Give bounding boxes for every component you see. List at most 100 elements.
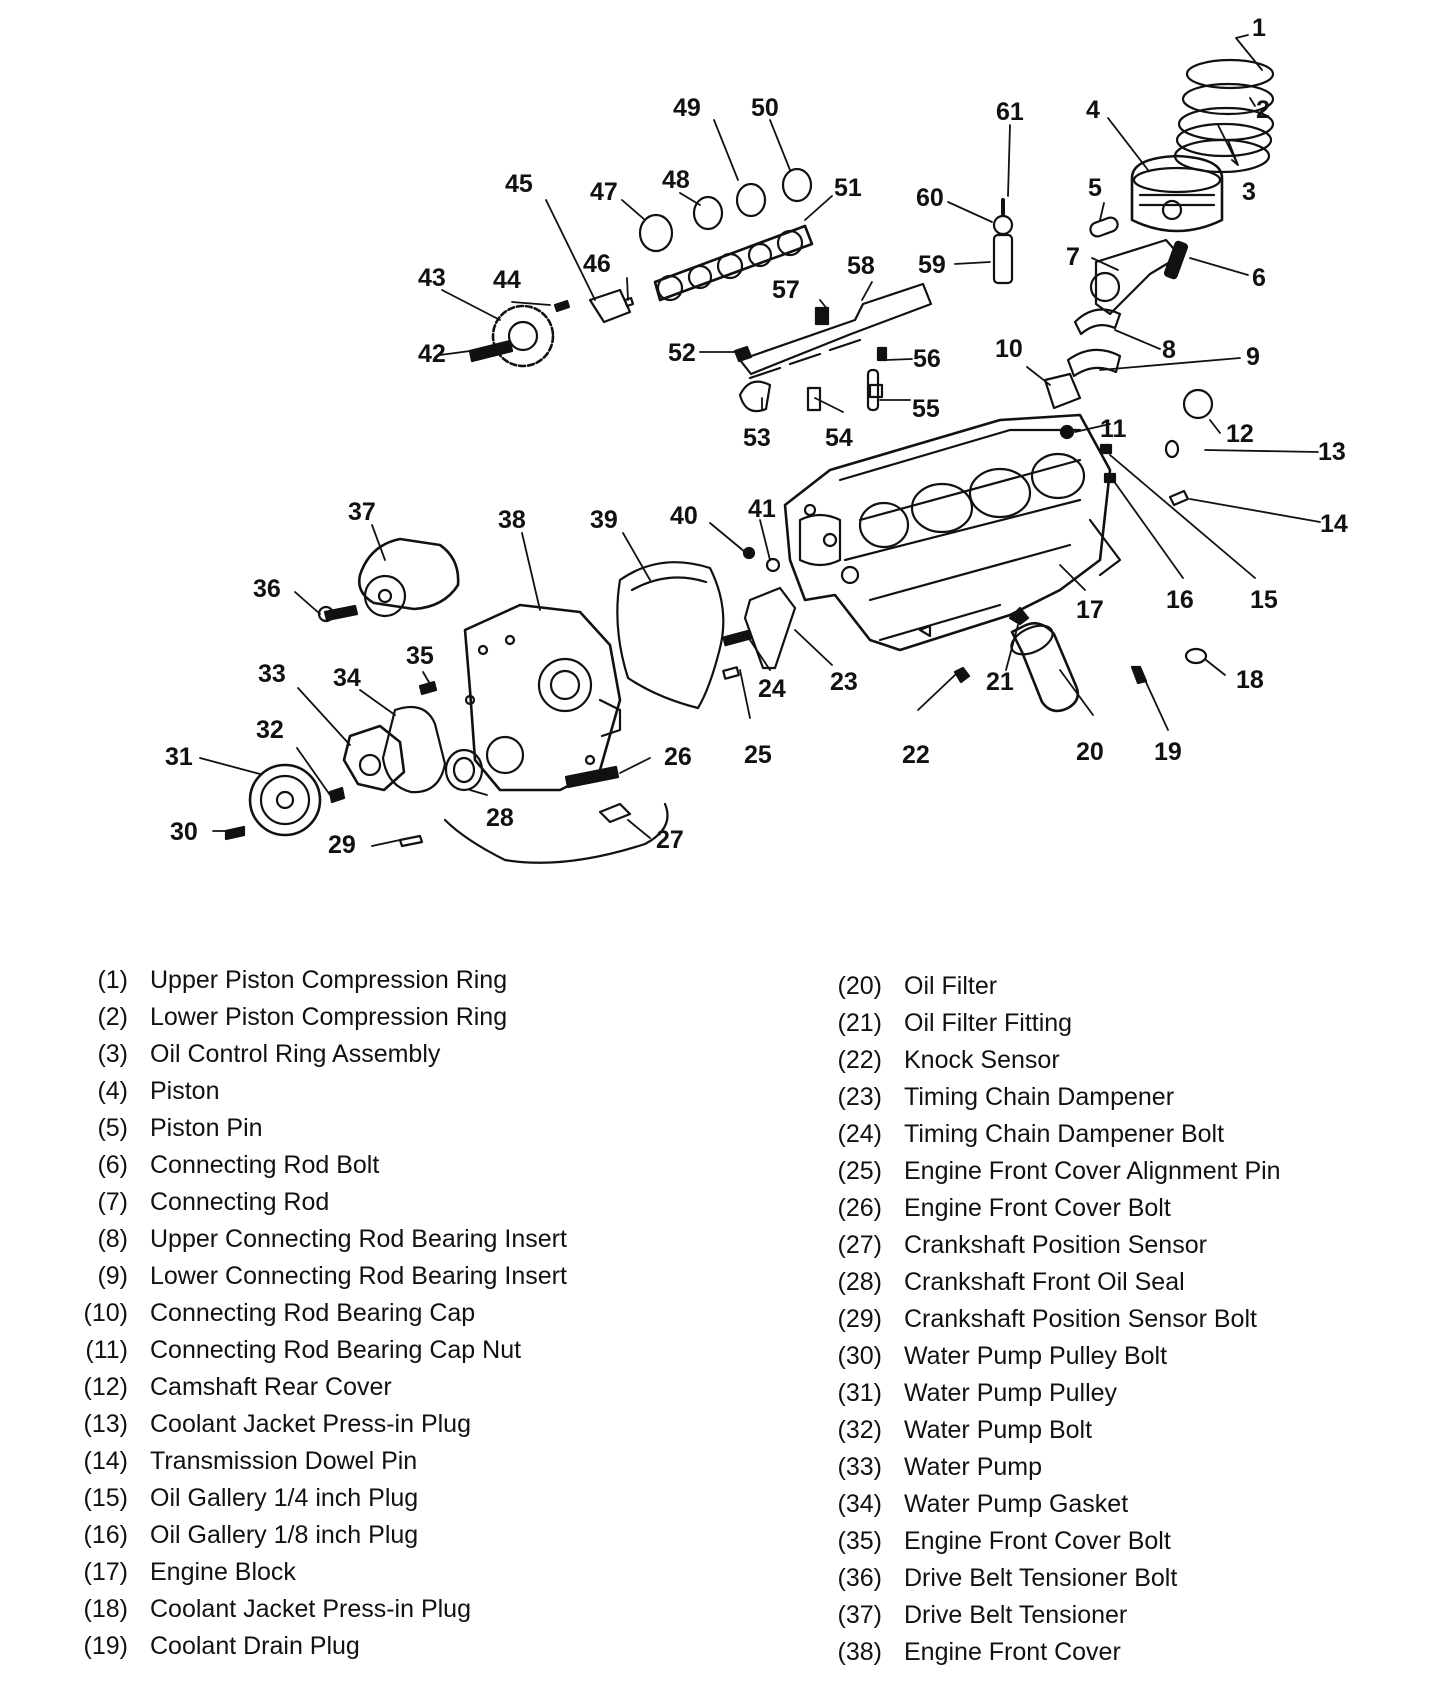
- legend-label: Oil Gallery 1/4 inch Plug: [150, 1484, 419, 1512]
- callout-13: 13: [1318, 438, 1346, 466]
- callout-43: 43: [418, 264, 446, 292]
- legend-label: Engine Block: [150, 1558, 296, 1586]
- callout-37: 37: [348, 498, 376, 526]
- callout-6: 6: [1252, 264, 1266, 292]
- legend-item: (23)Timing Chain Dampener: [824, 1079, 1424, 1116]
- legend-label: Water Pump: [904, 1453, 1043, 1481]
- callout-23: 23: [830, 668, 858, 696]
- cam-sprocket-drawing: [468, 288, 635, 368]
- callout-4: 4: [1086, 96, 1100, 124]
- legend-label: Drive Belt Tensioner Bolt: [904, 1564, 1178, 1592]
- legend-ref: (2): [97, 1003, 128, 1031]
- callout-12: 12: [1226, 420, 1254, 448]
- legend-item: (36)Drive Belt Tensioner Bolt: [824, 1560, 1424, 1597]
- legend-label: Piston: [150, 1077, 220, 1105]
- callout-39: 39: [590, 506, 618, 534]
- legend-label: Engine Front Cover Bolt: [904, 1527, 1171, 1555]
- legend-label: Engine Front Cover Bolt: [904, 1194, 1171, 1222]
- legend-ref: (9): [97, 1262, 128, 1290]
- legend-label: Engine Front Cover Alignment Pin: [904, 1157, 1281, 1185]
- legend-ref: (32): [837, 1416, 882, 1444]
- legend-item: (13) Coolant Jacket Press-in Plug: [66, 1406, 706, 1443]
- legend-label: Engine Front Cover: [904, 1638, 1121, 1666]
- legend-label: Connecting Rod Bolt: [150, 1151, 380, 1179]
- callout-48: 48: [662, 166, 690, 194]
- callout-34: 34: [333, 664, 361, 692]
- callout-11: 11: [1100, 415, 1127, 443]
- callout-10: 10: [995, 335, 1023, 363]
- legend-item: (12)Camshaft Rear Cover: [66, 1369, 706, 1406]
- legend-item: (11)Connecting Rod Bearing Cap Nut: [66, 1332, 706, 1369]
- legend-label: Connecting Rod Bearing Cap: [150, 1299, 476, 1327]
- callout-2: 2: [1256, 96, 1270, 124]
- legend-label: Coolant Drain Plug: [150, 1632, 360, 1660]
- callout-30: 30: [170, 818, 198, 846]
- callout-41: 41: [748, 495, 776, 523]
- legend-item: (10)Connecting Rod Bearing Cap: [66, 1295, 706, 1332]
- legend-label: Water Pump Pulley: [904, 1379, 1118, 1407]
- callout-35: 35: [406, 642, 434, 670]
- legend-item: (29)Crankshaft Position Sensor Bolt: [824, 1301, 1424, 1338]
- water-pump-drawing: [224, 706, 447, 841]
- legend-item: (14) Transmission Dowel Pin: [66, 1443, 706, 1480]
- callout-14: 14: [1320, 510, 1348, 538]
- callout-8: 8: [1162, 336, 1176, 364]
- legend-ref: (22): [837, 1046, 882, 1074]
- callout-24: 24: [758, 675, 786, 703]
- legend-item: (28)Crankshaft Front Oil Seal: [824, 1264, 1424, 1301]
- callout-17: 17: [1076, 596, 1104, 624]
- timing-dampener-drawing: [722, 546, 797, 680]
- callout-56: 56: [913, 345, 941, 373]
- callout-15: 15: [1250, 586, 1278, 614]
- legend-item: (2)Lower Piston Compression Ring: [66, 999, 706, 1036]
- front-cover-bolts-drawing: [398, 680, 669, 864]
- legend-label: Coolant Jacket Press-in Plug: [150, 1410, 471, 1438]
- exploded-engine-diagram: 1 2 3 4 5 6 7 8 9 10 11 12 13 14 15 16 1…: [165, 14, 1348, 864]
- legend-ref: (13): [83, 1410, 128, 1438]
- legend-label: Oil Filter Fitting: [904, 1009, 1073, 1037]
- legend-ref: (5): [97, 1114, 128, 1142]
- legend-ref: (20): [837, 972, 882, 1000]
- lifter-guide-drawing: [733, 282, 933, 413]
- legend-label: Drive Belt Tensioner: [904, 1601, 1128, 1629]
- callout-45: 45: [505, 170, 533, 198]
- legend-left-column: (1)Upper Piston Compression Ring (2)Lowe…: [66, 962, 706, 1665]
- legend-ref: (8): [97, 1225, 128, 1253]
- legend-item: (8)Upper Connecting Rod Bearing Insert: [66, 1221, 706, 1258]
- legend-item: (20)Oil Filter: [824, 968, 1424, 1005]
- legend-item: (33)Water Pump: [824, 1449, 1424, 1486]
- crank-seal-drawing: [444, 748, 484, 792]
- legend-item: (9)Lower Connecting Rod Bearing Insert: [66, 1258, 706, 1295]
- legend-label: Oil Gallery 1/8 inch Plug: [150, 1521, 419, 1549]
- callout-60: 60: [916, 184, 944, 212]
- legend-item: (30)Water Pump Pulley Bolt: [824, 1338, 1424, 1375]
- legend-ref: (16): [83, 1521, 128, 1549]
- legend-ref: (17): [83, 1558, 128, 1586]
- legend-item: (26)Engine Front Cover Bolt: [824, 1190, 1424, 1227]
- legend-ref: (14): [83, 1447, 128, 1475]
- legend-ref: (30): [837, 1342, 882, 1370]
- oil-filter-drawing: [953, 606, 1080, 713]
- legend-item: (18)Coolant Jacket Press-in Plug: [66, 1591, 706, 1628]
- callout-33: 33: [258, 660, 286, 688]
- callout-46: 46: [583, 250, 611, 278]
- legend-label: Water Pump Gasket: [904, 1490, 1129, 1518]
- legend-item: (25)Engine Front Cover Alignment Pin: [824, 1153, 1424, 1190]
- legend-ref: (38): [837, 1638, 882, 1666]
- legend-ref: (23): [837, 1083, 882, 1111]
- callout-25: 25: [744, 741, 772, 769]
- callout-57: 57: [772, 276, 800, 304]
- legend-item: (22)Knock Sensor: [824, 1042, 1424, 1079]
- callout-20: 20: [1076, 738, 1104, 766]
- callout-29: 29: [328, 831, 356, 859]
- legend-item: (5) Piston Pin: [66, 1110, 706, 1147]
- callout-47: 47: [590, 178, 618, 206]
- legend-label: Transmission Dowel Pin: [150, 1447, 418, 1475]
- callout-19: 19: [1154, 738, 1182, 766]
- legend-item: (15)Oil Gallery 1/4 inch Plug: [66, 1480, 706, 1517]
- legend-label: Crankshaft Position Sensor Bolt: [904, 1305, 1257, 1333]
- callout-54: 54: [825, 424, 853, 452]
- callout-28: 28: [486, 804, 514, 832]
- legend-label: Piston Pin: [150, 1114, 263, 1142]
- drive-belt-tensioner-drawing: [317, 537, 460, 623]
